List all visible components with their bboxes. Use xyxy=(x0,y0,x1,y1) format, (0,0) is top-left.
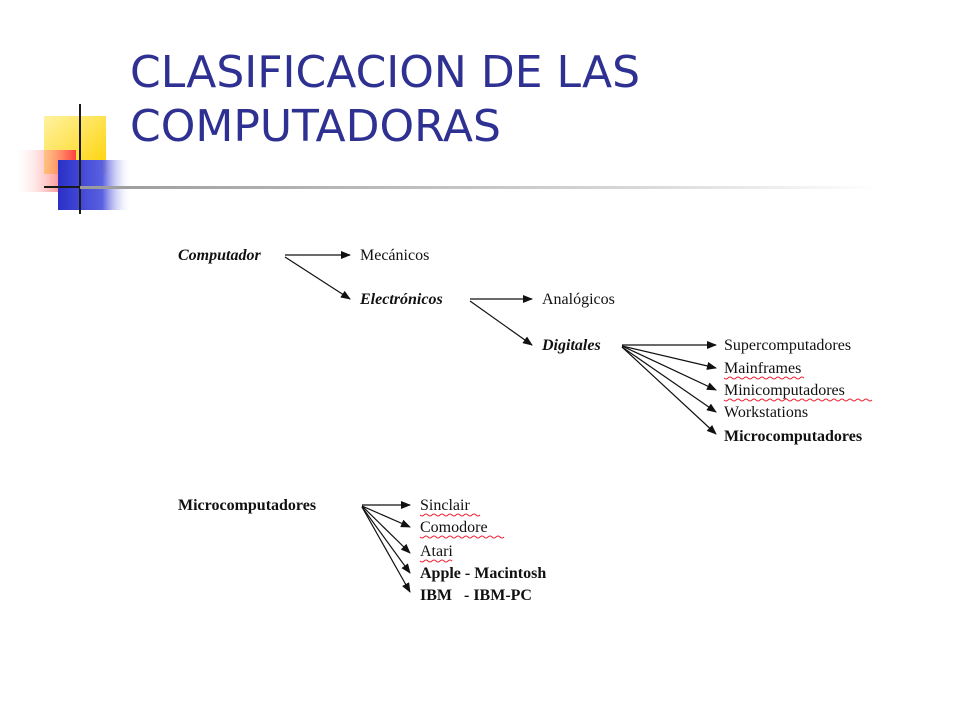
node-comodore: Comodore xyxy=(420,519,488,536)
arrow-computador-electronicos xyxy=(284,256,351,300)
node-sinclair: Sinclair xyxy=(420,497,470,514)
node-microcomputadores-root: Microcomputadores xyxy=(178,497,316,514)
node-computador: Computador xyxy=(178,247,261,264)
node-mecanicos: Mecánicos xyxy=(360,247,429,264)
node-minicomputadores: Minicomputadores xyxy=(724,382,845,399)
node-digitales: Digitales xyxy=(541,337,601,354)
node-atari: Atari xyxy=(420,543,453,560)
diagram2-arrows xyxy=(361,501,411,593)
node-supercomputadores: Supercomputadores xyxy=(724,337,851,354)
node-ibm-pc: IBM - IBM-PC xyxy=(420,587,532,604)
arrow-digitales-workstations xyxy=(621,346,717,413)
arrow-digitales-minicomputadores xyxy=(621,345,717,391)
node-electronicos: Electrónicos xyxy=(359,291,443,308)
diagram1-arrows xyxy=(284,251,717,435)
title-underline xyxy=(80,186,880,189)
arrow-digitales-microcomputadores xyxy=(621,346,717,435)
node-microcomputadores: Microcomputadores xyxy=(724,428,862,445)
title-line-1: CLASIFICACION DE LAS xyxy=(130,47,641,98)
arrow-micro-comodore xyxy=(361,505,411,528)
arrow-micro-ibm xyxy=(361,506,411,593)
node-mainframes: Mainframes xyxy=(724,360,801,377)
arrow-micro-apple xyxy=(361,506,411,574)
spellcheck-underlines-1 xyxy=(723,376,873,402)
arrow-micro-atari xyxy=(361,505,411,554)
node-apple-macintosh: Apple - Macintosh xyxy=(420,565,546,582)
arrow-electronicos-digitales xyxy=(469,300,533,346)
arrow-digitales-mainframes xyxy=(621,345,717,370)
deco-blue-bar xyxy=(58,160,132,210)
title-line-2: COMPUTADORAS xyxy=(130,101,501,152)
page-title: CLASIFICACION DE LAS COMPUTADORAS xyxy=(130,46,640,154)
node-analogicos: Analógicos xyxy=(542,291,615,308)
corner-decoration xyxy=(12,104,132,214)
spellcheck-underlines-2 xyxy=(419,513,505,563)
node-workstations: Workstations xyxy=(724,404,808,421)
